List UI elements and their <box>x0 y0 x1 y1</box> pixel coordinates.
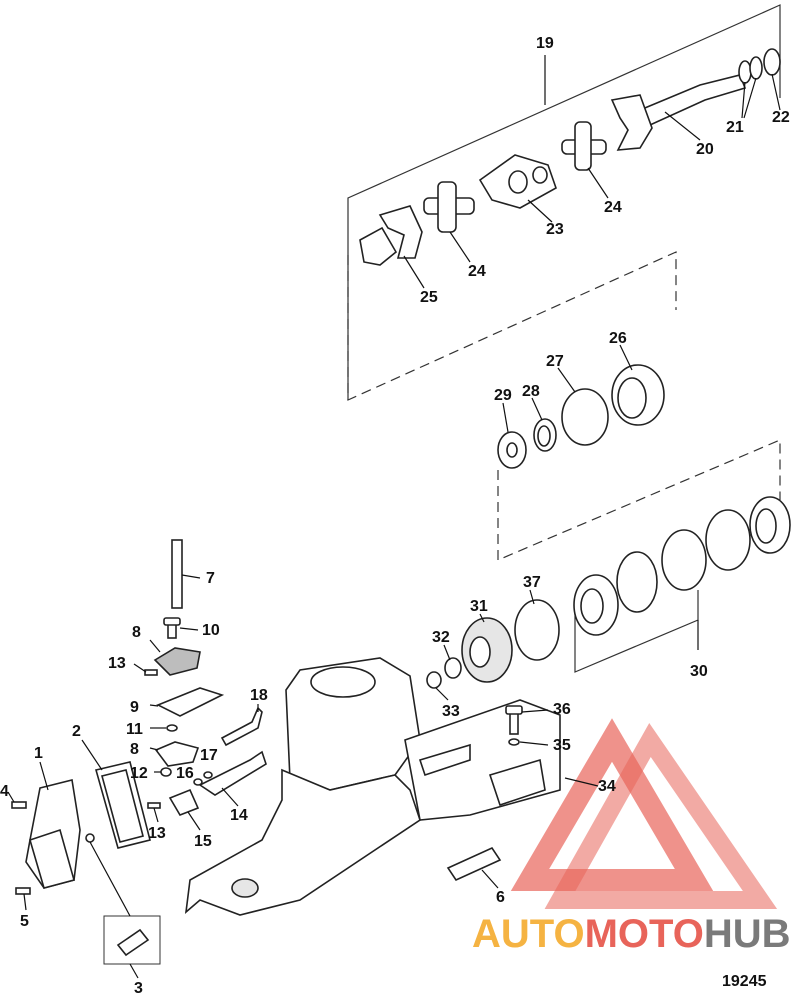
callout-30: 30 <box>690 663 708 680</box>
callout-9: 9 <box>130 699 139 716</box>
part-6-anode <box>446 846 502 889</box>
callout-27: 27 <box>546 353 564 370</box>
callout-26: 26 <box>609 330 627 347</box>
callout-11: 11 <box>126 721 143 738</box>
callout-7: 7 <box>206 570 215 587</box>
part-32-washer <box>443 644 462 679</box>
callout-5: 5 <box>20 913 29 930</box>
figure-number: 19245 <box>722 973 767 990</box>
part-21-22-rings <box>738 48 781 119</box>
part-3-spring-plunger <box>85 833 161 979</box>
callout-6: 6 <box>496 889 505 906</box>
bracket-30 <box>574 590 699 673</box>
callout-1: 1 <box>34 745 43 762</box>
part-36-bolt <box>505 705 549 735</box>
part-10-screw <box>163 617 199 639</box>
part-34-anode-plate <box>564 777 599 787</box>
callout-2: 2 <box>72 723 81 740</box>
callout-24-upper: 24 <box>604 199 622 216</box>
callout-31: 31 <box>470 598 488 615</box>
callout-32: 32 <box>432 629 450 646</box>
part-35-washer <box>508 738 549 746</box>
part-15-shift-crank <box>168 788 201 831</box>
bracket-19 <box>347 4 781 400</box>
part-5-screw <box>15 887 31 911</box>
part-18-link <box>220 704 263 747</box>
callout-34: 34 <box>598 778 616 795</box>
part-27-o-ring <box>557 367 609 446</box>
part-13-screw-lower <box>147 802 161 823</box>
callout-23: 23 <box>546 221 564 238</box>
part-30-bearing-set <box>573 496 791 636</box>
callout-12: 12 <box>130 765 148 782</box>
callout-20: 20 <box>696 141 714 158</box>
callout-24-lower: 24 <box>468 263 486 280</box>
callout-15: 15 <box>194 833 212 850</box>
part-17-pin <box>203 771 213 779</box>
callout-14: 14 <box>230 807 248 824</box>
callout-18: 18 <box>250 687 268 704</box>
part-7-shift-shaft <box>171 539 201 609</box>
svg-text:AUTOMOTOHUB: AUTOMOTOHUB <box>472 912 791 956</box>
callout-35: 35 <box>553 737 571 754</box>
automotohub-watermark: AUTOMOTOHUB <box>472 718 791 956</box>
callout-37: 37 <box>523 574 541 591</box>
part-31-pinion-gear <box>461 613 513 683</box>
part-16-pin <box>193 778 203 786</box>
part-14-shift-lever <box>198 750 267 807</box>
callout-36: 36 <box>553 701 571 718</box>
part-33-nut <box>426 671 449 701</box>
part-28-seal <box>531 397 557 452</box>
watermark-hub: HUB <box>704 912 791 956</box>
watermark-auto: AUTO <box>472 912 585 956</box>
part-4-screw <box>7 791 27 809</box>
callout-21: 21 <box>726 119 744 136</box>
part-24-u-joint-lower <box>423 181 475 263</box>
dashed-box-lower <box>497 439 781 561</box>
watermark-moto: MOTO <box>585 912 704 956</box>
callout-28: 28 <box>522 383 540 400</box>
callout-33: 33 <box>442 703 460 720</box>
part-13-screw-upper <box>133 663 158 676</box>
callout-8-upper: 8 <box>132 624 141 641</box>
callout-labels: 19 20 21 22 23 24 24 25 26 27 28 29 30 3… <box>0 35 790 995</box>
gear-housing <box>184 657 561 916</box>
dashed-box-upper <box>347 251 677 401</box>
callout-19: 19 <box>536 35 554 52</box>
part-9-plate <box>149 687 225 717</box>
part-29-washer <box>497 402 527 469</box>
callout-10: 10 <box>202 622 220 639</box>
callout-25: 25 <box>420 289 438 306</box>
callout-4: 4 <box>0 783 9 800</box>
part-24-u-joint-upper <box>561 121 609 199</box>
callout-17: 17 <box>200 747 218 764</box>
part-11-spacer <box>150 724 178 732</box>
callout-16: 16 <box>176 765 194 782</box>
part-1-cover <box>25 761 81 889</box>
callout-22: 22 <box>772 109 790 126</box>
part-8-cam-upper <box>149 639 201 676</box>
callout-13-lower: 13 <box>148 825 166 842</box>
callout-13-upper: 13 <box>108 655 126 672</box>
callout-29: 29 <box>494 387 512 404</box>
part-25-input-yoke <box>359 205 425 289</box>
callout-3: 3 <box>134 980 143 995</box>
part-26-bearing-carrier <box>611 344 665 426</box>
part-12-nut <box>154 767 172 777</box>
part-2-gasket <box>81 739 151 849</box>
callout-8-lower: 8 <box>130 741 139 758</box>
part-8-cam-lower <box>149 741 200 767</box>
part-20-drive-shaft <box>610 74 747 151</box>
part-23-center-yoke <box>478 154 557 223</box>
part-37-shim <box>514 589 560 661</box>
